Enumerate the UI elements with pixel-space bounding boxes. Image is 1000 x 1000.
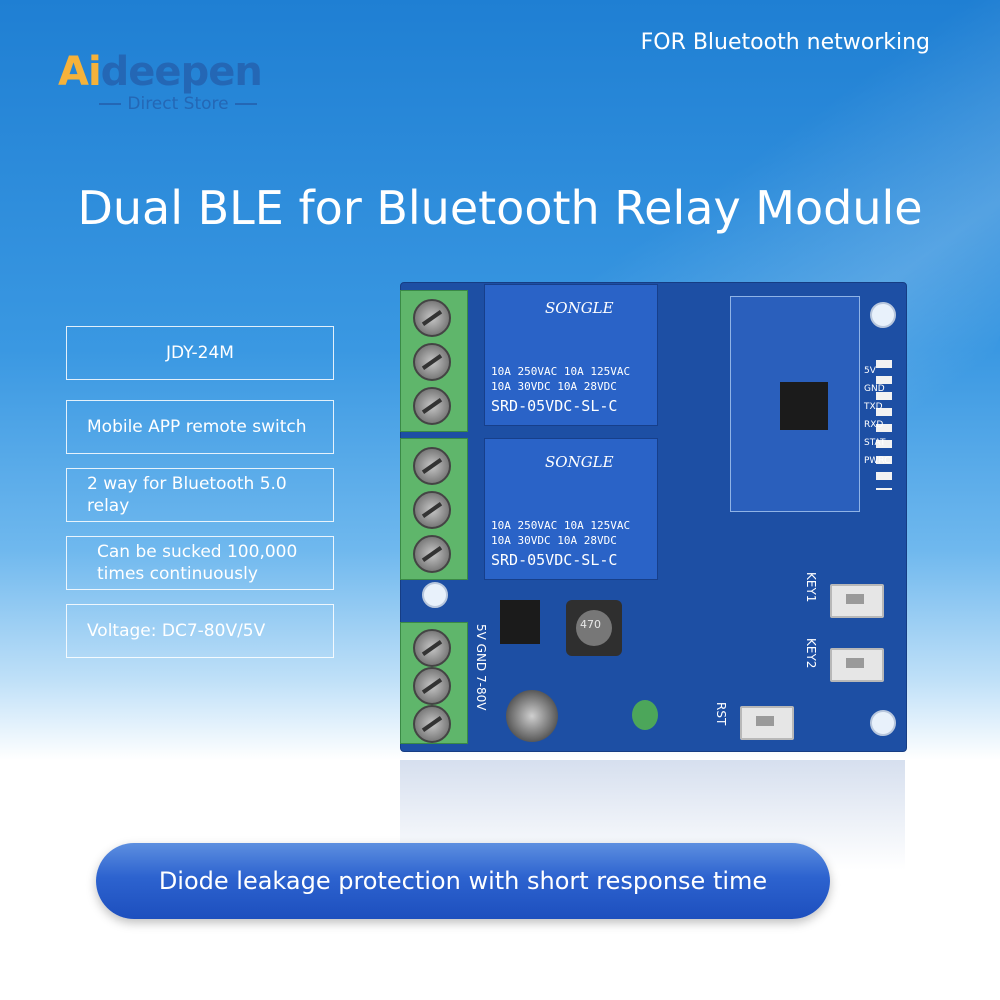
relay-1: SONGLE 10A 250VAC 10A 125VAC 10A 30VDC 1…	[484, 284, 658, 426]
screw-icon	[413, 299, 451, 337]
feature-item: JDY-24M	[66, 326, 334, 380]
screw-icon	[413, 629, 451, 667]
key1-button[interactable]	[830, 584, 884, 618]
pin-label: RXD	[864, 420, 884, 430]
pin-label: GND	[864, 384, 885, 394]
regulator-ic	[500, 600, 540, 644]
relay-brand: SONGLE	[545, 299, 614, 317]
logo-part-1: Ai	[58, 49, 102, 95]
mount-hole	[870, 710, 896, 736]
rst-label: RST	[714, 702, 728, 726]
logo-subtitle: Direct Store	[78, 94, 278, 114]
pin-label: PWRC	[864, 452, 890, 470]
screw-icon	[413, 387, 451, 425]
power-label: 5V GND 7-80V	[474, 624, 488, 711]
key2-label: KEY2	[804, 638, 818, 669]
screw-icon	[413, 343, 451, 381]
terminal-block-2	[400, 438, 468, 580]
terminal-block-3	[400, 622, 468, 744]
pin-labels: 5V GND TXD RXD STAT PWRC	[864, 362, 890, 470]
mount-hole	[870, 302, 896, 328]
logo-part-2: deepen	[100, 49, 263, 95]
green-capacitor	[632, 700, 658, 730]
feature-item: Can be sucked 100,000 times continuously	[66, 536, 334, 590]
pin-label: 5V	[864, 366, 876, 376]
relay-2: SONGLE 10A 250VAC 10A 125VAC 10A 30VDC 1…	[484, 438, 658, 580]
terminal-block-1	[400, 290, 468, 432]
feature-banner: Diode leakage protection with short resp…	[96, 843, 830, 919]
tagline: FOR Bluetooth networking	[640, 30, 930, 55]
relay-spec: 10A 250VAC 10A 125VAC	[491, 519, 631, 532]
brand-logo: Aideepen Direct Store	[58, 50, 278, 114]
pin-label: TXD	[864, 402, 883, 412]
feature-item: 2 way for Bluetooth 5.0 relay	[66, 468, 334, 522]
relay-spec: 10A 30VDC 10A 28VDC	[491, 534, 617, 547]
mount-hole	[422, 582, 448, 608]
product-title: Dual BLE for Bluetooth Relay Module	[77, 181, 923, 235]
logo-wordmark: Aideepen	[58, 49, 263, 95]
screw-icon	[413, 491, 451, 529]
relay-brand: SONGLE	[545, 453, 614, 471]
inductor	[566, 600, 622, 656]
screw-icon	[413, 447, 451, 485]
bluetooth-chip	[780, 382, 828, 430]
pin-label: STAT	[864, 438, 886, 448]
inductor-label: 470	[580, 618, 601, 631]
relay-model: SRD-05VDC-SL-C	[491, 551, 618, 569]
pin-header	[876, 360, 892, 490]
screw-icon	[413, 667, 451, 705]
relay-module-board: SONGLE 10A 250VAC 10A 125VAC 10A 30VDC 1…	[400, 282, 907, 752]
relay-model: SRD-05VDC-SL-C	[491, 397, 618, 415]
electrolytic-capacitor	[506, 690, 558, 742]
key2-button[interactable]	[830, 648, 884, 682]
reset-button[interactable]	[740, 706, 794, 740]
feature-item: Mobile APP remote switch	[66, 400, 334, 454]
screw-icon	[413, 535, 451, 573]
feature-item: Voltage: DC7-80V/5V	[66, 604, 334, 658]
screw-icon	[413, 705, 451, 743]
key1-label: KEY1	[804, 572, 818, 603]
relay-spec: 10A 30VDC 10A 28VDC	[491, 380, 617, 393]
relay-spec: 10A 250VAC 10A 125VAC	[491, 365, 631, 378]
